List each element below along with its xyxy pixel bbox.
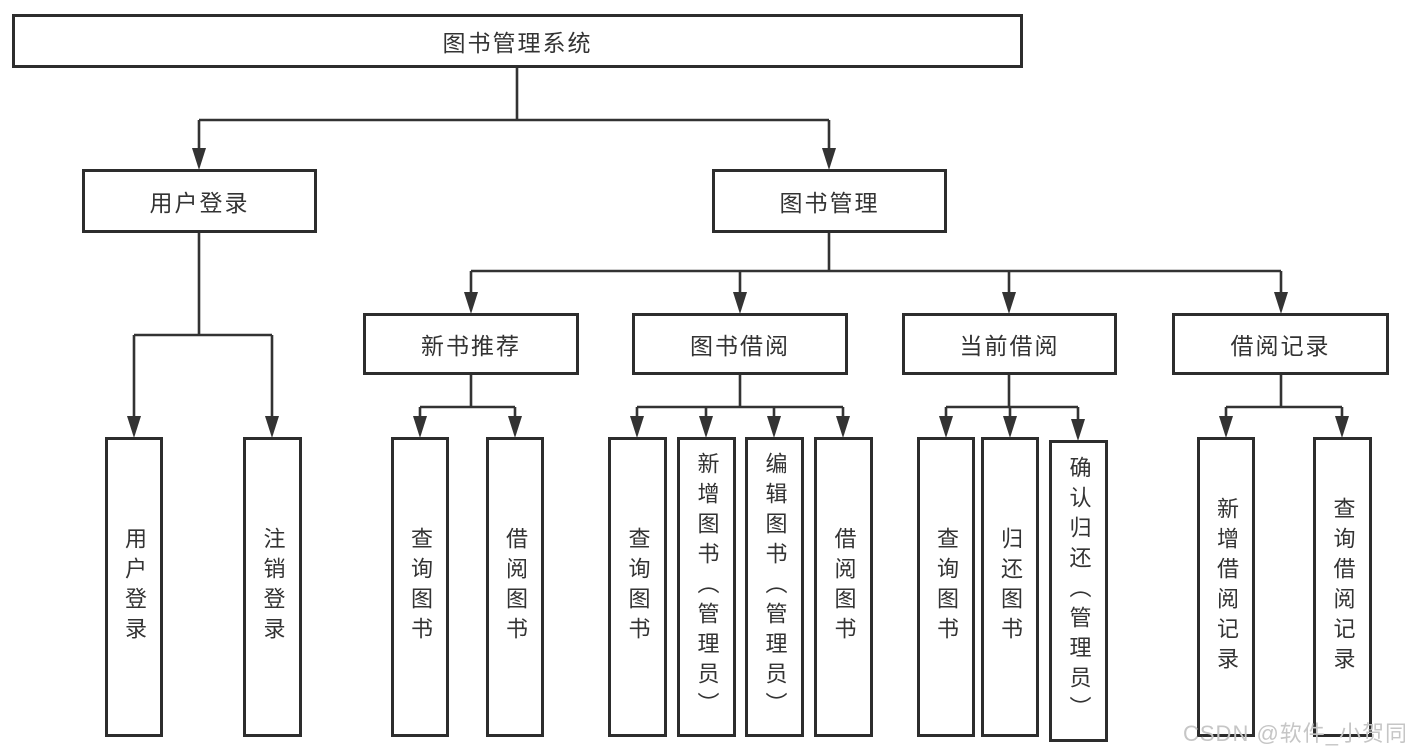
node-label: 借阅图书	[503, 527, 528, 647]
node-label: 注销登录	[260, 527, 286, 647]
node-label: 查询图书	[625, 527, 651, 647]
node-label: 借阅记录	[1230, 333, 1331, 359]
leaf-borrow-books-recommend: 借阅图书	[486, 437, 544, 737]
leaf-add-borrow-record: 新增借阅记录	[1197, 437, 1255, 737]
leaf-query-books-current: 查询图书	[917, 437, 975, 737]
leaf-confirm-return-admin: 确认归还（管理员）	[1049, 440, 1108, 742]
leaf-user-login: 用户登录	[105, 437, 163, 737]
leaf-query-books-recommend: 查询图书	[391, 437, 449, 737]
node-label: 用户登录	[122, 527, 147, 647]
node-book-management: 图书管理	[712, 169, 947, 233]
node-label: 借阅图书	[831, 527, 857, 647]
leaf-query-borrow-record: 查询借阅记录	[1313, 437, 1372, 737]
leaf-borrow-books: 借阅图书	[814, 437, 873, 737]
node-label: 当前借阅	[959, 333, 1060, 359]
node-current-borrowing: 当前借阅	[902, 313, 1117, 375]
node-label: 新书推荐	[421, 333, 521, 359]
csdn-watermark: CSDN @软件_小贺同学	[1183, 721, 1405, 746]
node-book-borrowing: 图书借阅	[632, 313, 848, 375]
leaf-add-book-admin: 新增图书（管理员）	[677, 437, 736, 737]
node-label: 查询借阅记录	[1330, 497, 1356, 677]
node-label: 新增借阅记录	[1214, 497, 1239, 677]
node-library-management-system: 图书管理系统	[12, 14, 1023, 68]
node-label: 编辑图书（管理员）	[762, 452, 788, 722]
leaf-logout: 注销登录	[243, 437, 302, 737]
node-label: 图书管理	[779, 190, 880, 216]
leaf-return-book: 归还图书	[981, 437, 1039, 737]
node-label: 图书管理系统	[442, 30, 593, 56]
node-label: 新增图书（管理员）	[694, 452, 720, 722]
node-label: 查询图书	[408, 527, 433, 647]
node-label: 用户登录	[149, 190, 250, 216]
leaf-query-books-borrow: 查询图书	[608, 437, 667, 737]
node-label: 图书借阅	[690, 333, 790, 359]
node-label: 确认归还（管理员）	[1066, 456, 1092, 726]
node-label: 归还图书	[998, 527, 1023, 647]
node-borrowing-records: 借阅记录	[1172, 313, 1389, 375]
node-user-login: 用户登录	[82, 169, 317, 233]
node-new-book-recommend: 新书推荐	[363, 313, 579, 375]
node-label: 查询图书	[934, 527, 959, 647]
arrowhead-icons	[127, 148, 1349, 441]
leaf-edit-book-admin: 编辑图书（管理员）	[745, 437, 804, 737]
